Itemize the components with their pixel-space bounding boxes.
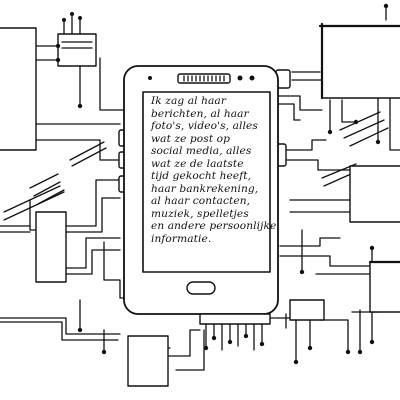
home-button [186,281,216,295]
component-box [369,261,400,313]
circuit-wires [0,7,400,371]
screen-text-line: al haar contacten, [151,195,251,208]
component-box [321,25,400,99]
camera-dot [237,75,243,81]
pin-dots [55,3,389,365]
screen-text-line: Ik zag al haar [151,95,227,107]
screen-text-line: wat ze de laatste [151,157,244,170]
screen-text-line: haar bankrekening, [151,182,259,195]
component-box [127,335,169,387]
camera-dot [249,75,255,81]
screen-text-line: tijd gekocht heeft, [151,170,252,183]
component-chip [57,33,97,67]
component-box [0,27,37,151]
screen-text-line: informatie. [151,233,212,246]
screen-message: Ik zag al haar berichten, al haar foto's… [151,95,277,275]
screen-text-line: berichten, al haar [151,107,249,120]
component-connector [289,299,325,321]
camera-dot [148,76,152,80]
component-box [349,165,400,223]
phone-connector [199,313,271,325]
circuit-components [0,12,400,387]
screen-text-line: wat ze post op [151,132,231,145]
screen-text-line: muziek, spelletjes [151,207,249,220]
component-box [35,211,67,283]
screen-text-line: en andere persoonlijke [151,220,277,233]
phone [118,65,291,351]
phone-screen [142,91,271,273]
screen-text-line: foto's, video's, alles [151,120,258,133]
screen-text-line: social media, alles [151,145,252,158]
